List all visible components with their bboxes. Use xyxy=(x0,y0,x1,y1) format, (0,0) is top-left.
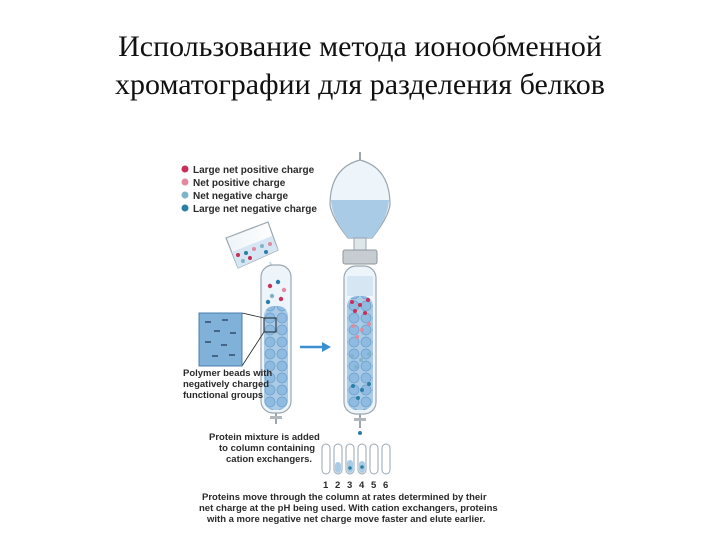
beaker-icon xyxy=(225,221,279,269)
legend: Large net positive charge Net positive c… xyxy=(181,165,317,215)
slide-title: Использование метода ионообменной хромат… xyxy=(20,28,700,104)
mixture-caption-line-1: Protein mixture is added xyxy=(209,432,320,443)
bead-zoom-inset xyxy=(198,312,277,367)
collection-tube-5 xyxy=(369,443,379,475)
beads-caption-line-2: negatively charged xyxy=(183,379,269,390)
separatory-funnel-icon xyxy=(329,152,391,265)
title-line-2: хроматографии для разделения белков xyxy=(115,68,605,101)
bottom-caption-line-2: net charge at the pH being used. With ca… xyxy=(199,503,498,514)
title-line-1: Использование метода ионообменной xyxy=(118,30,602,63)
tube-number-6: 6 xyxy=(383,480,388,491)
tube-number-2: 2 xyxy=(335,480,340,491)
mixture-caption-line-2: to column containing xyxy=(219,443,315,454)
legend-swatch-large-negative xyxy=(181,204,189,212)
legend-label-positive: Net positive charge xyxy=(193,178,286,189)
tube-number-4: 4 xyxy=(359,480,365,491)
legend-swatch-large-positive xyxy=(181,165,189,173)
legend-label-large-positive: Large net positive charge xyxy=(193,165,315,176)
arrow-right-icon xyxy=(300,342,331,352)
mixture-caption-line-3: cation exchangers. xyxy=(226,454,312,465)
tube-number-1: 1 xyxy=(323,480,329,491)
column-after-icon xyxy=(343,265,377,435)
legend-label-large-negative: Large net negative charge xyxy=(193,204,317,215)
tube-number-3: 3 xyxy=(347,480,352,491)
column-before-icon xyxy=(260,264,292,424)
tube-number-5: 5 xyxy=(371,480,377,491)
legend-label-negative: Net negative charge xyxy=(193,191,288,202)
collection-tubes xyxy=(321,443,391,475)
collection-tube-1 xyxy=(321,443,331,475)
beads-caption-line-3: functional groups xyxy=(183,390,263,401)
legend-swatch-negative xyxy=(181,191,189,199)
legend-swatch-positive xyxy=(181,178,189,186)
beads-caption-line-1: Polymer beads with xyxy=(183,368,272,379)
bottom-caption-line-3: with a more negative net charge move fas… xyxy=(206,514,485,525)
collection-tube-6 xyxy=(381,443,391,475)
bottom-caption-line-1: Proteins move through the column at rate… xyxy=(202,492,487,503)
